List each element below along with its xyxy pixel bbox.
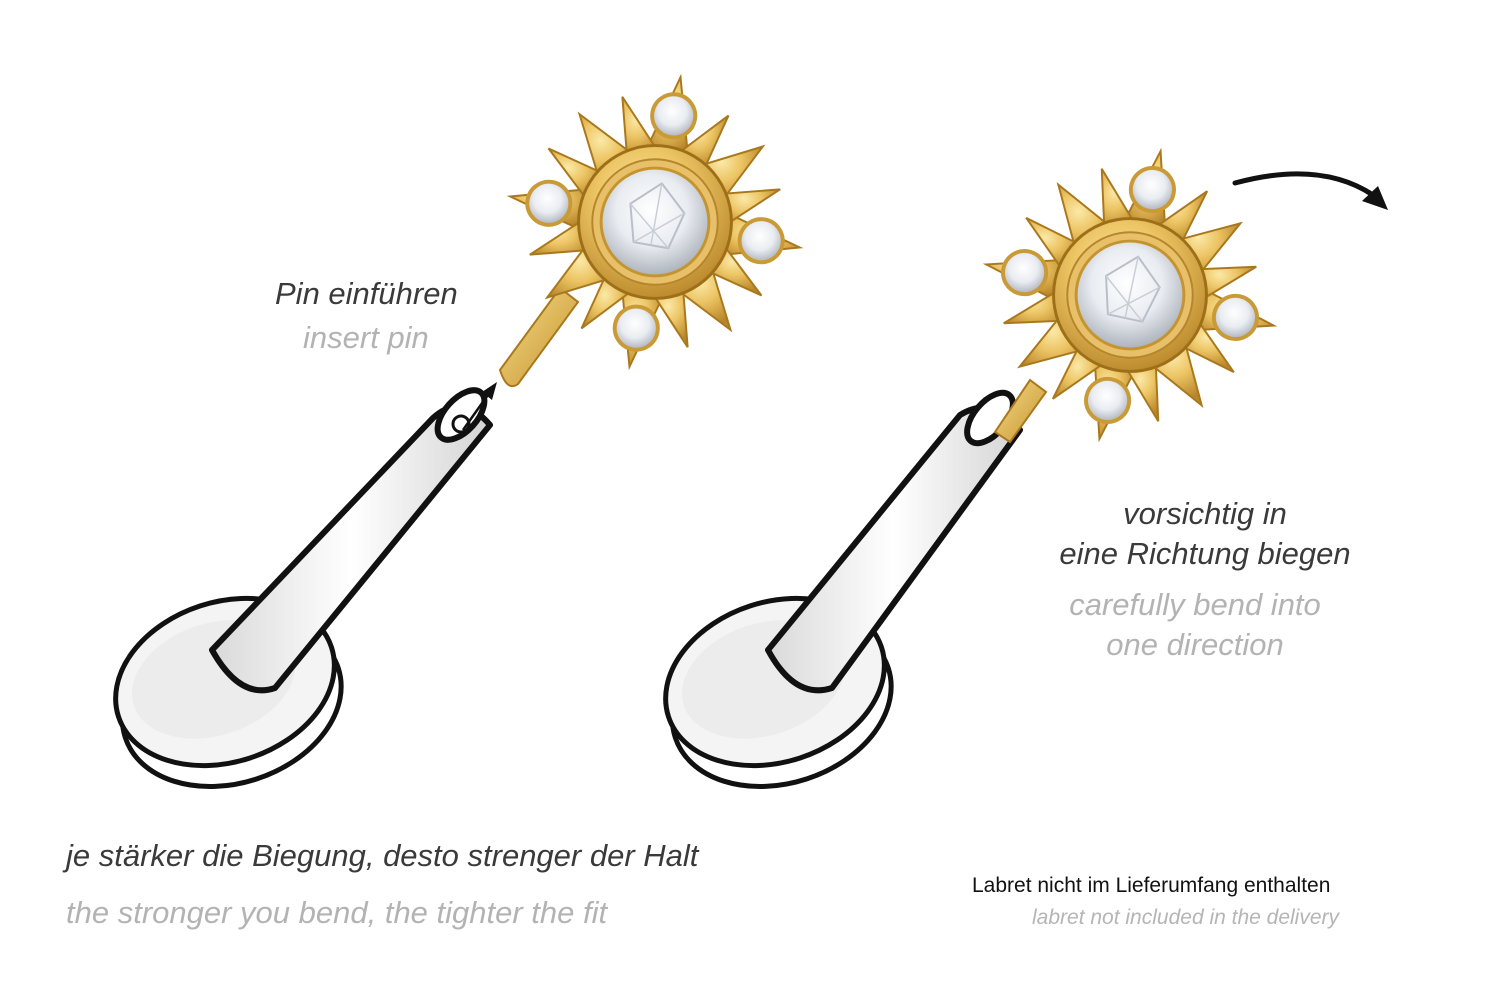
bend-instruction-en: carefully bend into one direction [1030, 585, 1360, 665]
bend-instruction-en-line1: carefully bend into [1069, 587, 1321, 622]
delivery-note-en: labret not included in the delivery [1032, 906, 1340, 929]
insert-pin-label-de: Pin einführen [275, 276, 458, 311]
right-labret-shaft [765, 389, 1023, 694]
bend-instruction-de-line1: vorsichtig in [1123, 496, 1287, 531]
tip-text-en: the stronger you bend, the tighter the f… [66, 895, 608, 930]
bend-instruction-en-line2: one direction [1106, 627, 1284, 662]
arrow-up-right-icon [461, 382, 497, 431]
insert-pin-label-en: insert pin [303, 320, 429, 355]
left-gold-pin [498, 286, 580, 388]
bend-instruction-de: vorsichtig in eine Richtung biegen [1040, 494, 1370, 574]
delivery-note-de: Labret nicht im Lieferumfang enthalten [972, 874, 1331, 897]
curved-arrow-icon [1232, 171, 1388, 210]
left-labret-shaft [209, 387, 493, 694]
right-assembly [644, 118, 1388, 814]
left-assembly [94, 49, 828, 814]
bend-instruction-de-line2: eine Richtung biegen [1059, 536, 1351, 571]
tip-text-de: je stärker die Biegung, desto strenger d… [66, 838, 699, 873]
right-gold-pin [993, 378, 1048, 444]
